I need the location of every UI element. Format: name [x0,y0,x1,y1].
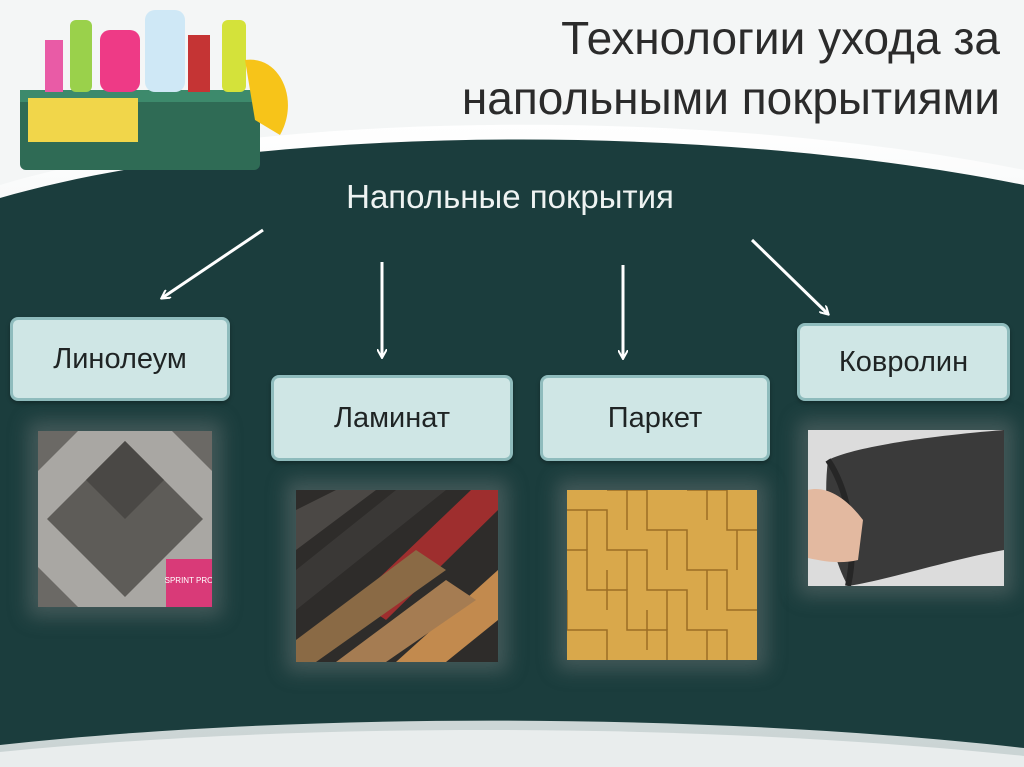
linoleum-image-text: SPRINT PRO [165,576,212,585]
arrow-to-linoleum [162,228,264,298]
root-node-label: Напольные покрытия [346,178,674,215]
node-linoleum: Линолеум [10,317,230,401]
title-line-1: Технологии ухода за [561,12,1000,64]
node-laminate: Ламинат [271,375,513,461]
linoleum-image: SPRINT PRO [38,431,212,607]
node-linoleum-label: Линолеум [53,342,187,375]
page-title: Технологии ухода за напольными покрытиям… [300,8,1000,128]
node-parquet-label: Паркет [607,401,703,434]
node-carpet: Ковролин [797,323,1010,401]
laminate-image [296,490,498,662]
parquet-image [567,490,757,660]
arrow-to-carpet [750,238,828,314]
node-parquet: Паркет [540,375,770,461]
cleaning-supplies-image [20,10,288,170]
node-carpet-label: Ковролин [838,345,969,378]
title-line-2: напольными покрытиями [461,72,1000,124]
node-laminate-label: Ламинат [333,401,451,434]
carpet-image [808,430,1004,586]
